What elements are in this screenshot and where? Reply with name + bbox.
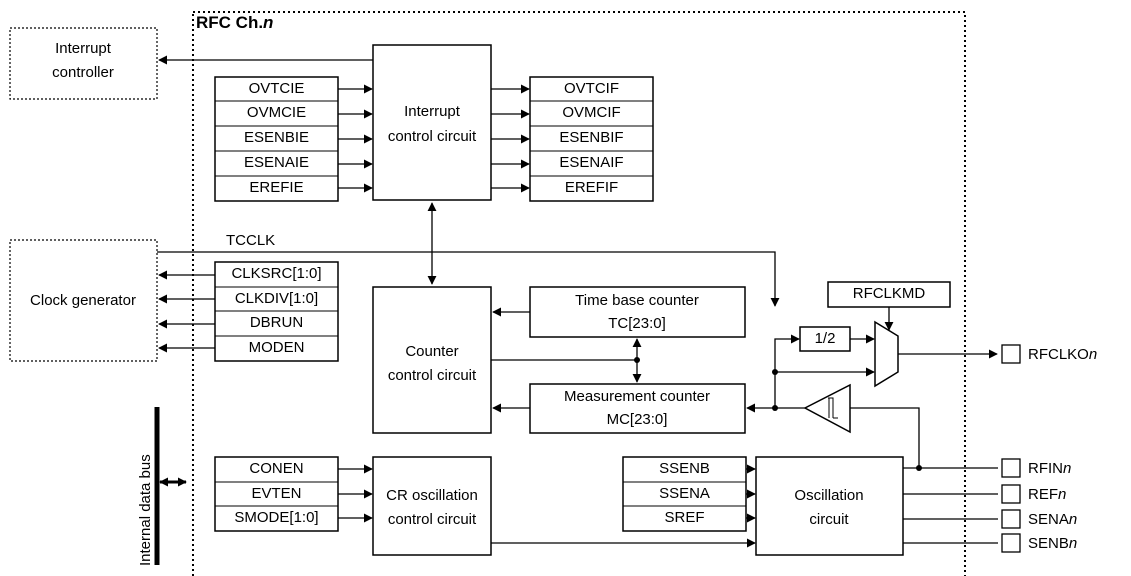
pin-label-ref: REFn [1028,486,1066,503]
pin-suffix-rfclko: n [1088,346,1098,363]
rfc-channel-boundary [192,11,966,576]
pin-name-rfclko: RFCLKO [1028,346,1089,363]
reg-ovmcie: OVMCIE [246,104,307,121]
interrupt-circuit-label-1: Interrupt [404,103,460,120]
cr-oscillation-label-2: control circuit [387,511,477,528]
pin-name-senb: SENB [1028,535,1069,552]
pin-label-rfin: RFINn [1028,460,1071,477]
reg-clkdiv: CLKDIV[1:0] [234,290,319,307]
reg-esenaif: ESENAIF [559,154,624,171]
reg-evten: EVTEN [251,485,302,502]
reg-esenaie: ESENAIE [243,154,310,171]
pin-suffix-senb: n [1068,535,1078,552]
reg-ssenb: SSENB [659,460,710,477]
reg-ovtcif: OVTCIF [564,80,619,97]
measurement-counter-label: Measurement counter [564,388,710,405]
interrupt-controller-label-1: Interrupt [55,40,111,57]
tcclk-label: TCCLK [226,232,276,249]
counter-control-label-1: Counter [405,343,459,360]
oscillation-circuit-label-2: circuit [809,511,849,528]
pin-suffix-ref: n [1058,486,1067,503]
block-title: RFC Ch.n [196,14,273,31]
counter-control-circuit-box [372,286,492,434]
oscillation-circuit-label-1: Oscillation [794,487,864,504]
reg-ovtcie: OVTCIE [248,80,305,97]
reg-smode: SMODE[1:0] [234,509,319,526]
divider-box [799,326,851,352]
pin-name-ref: REF [1028,486,1058,503]
cr-oscillation-label-1: CR oscillation [386,487,478,504]
reg-ovmcif: OVMCIF [562,104,621,121]
pin-suffix-rfin: n [1063,460,1072,477]
reg-moden: MODEN [248,339,305,356]
enable-register-group [214,76,339,202]
oscillation-circuit-box [755,456,904,556]
pin-sena [1001,509,1021,529]
internal-data-bus-label: Internal data bus [137,454,154,566]
interrupt-controller-label-2: controller [52,64,114,81]
clock-generator-box [9,239,158,362]
interrupt-controller-box [9,27,158,100]
block-title-suffix: n [263,13,274,32]
reg-esenbif: ESENBIF [559,129,624,146]
pin-label-senb: SENBn [1028,535,1077,552]
pin-rfclko [1001,344,1021,364]
reg-erefif: EREFIF [564,179,619,196]
interrupt-control-circuit-box [372,44,492,201]
cr-register-group [214,456,339,532]
reg-esenbie: ESENBIE [243,129,310,146]
time-base-counter-register: TC[23:0] [608,315,666,332]
block-title-text: RFC Ch. [196,13,264,32]
pin-label-rfclko: RFCLKOn [1028,346,1097,363]
time-base-counter-label: Time base counter [575,292,699,309]
measurement-counter-register: MC[23:0] [606,411,668,428]
reg-erefie: EREFIE [249,179,304,196]
reg-ssena: SSENA [659,485,710,502]
reg-clksrc: CLKSRC[1:0] [231,265,322,282]
time-base-counter-box [529,286,746,338]
reg-sref: SREF [664,509,705,526]
counter-control-label-2: control circuit [387,367,477,384]
pin-name-sena: SENA [1028,511,1069,528]
rfclkmd-label: RFCLKMD [852,285,926,302]
clock-multiplexer [874,320,899,388]
pin-label-sena: SENAn [1028,511,1077,528]
reg-dbrun: DBRUN [249,314,304,331]
pin-name-rfin: RFIN [1028,460,1063,477]
pin-ref [1001,484,1021,504]
pin-suffix-sena: n [1068,511,1078,528]
flag-register-group [529,76,654,202]
pin-senb [1001,533,1021,553]
interrupt-circuit-label-2: control circuit [387,128,477,145]
cr-oscillation-control-box [372,456,492,556]
divider-label: 1/2 [814,330,836,347]
clock-generator-label: Clock generator [30,292,136,309]
pin-rfin [1001,458,1021,478]
schmitt-trigger-buffer [803,383,851,434]
reg-conen: CONEN [249,460,304,477]
